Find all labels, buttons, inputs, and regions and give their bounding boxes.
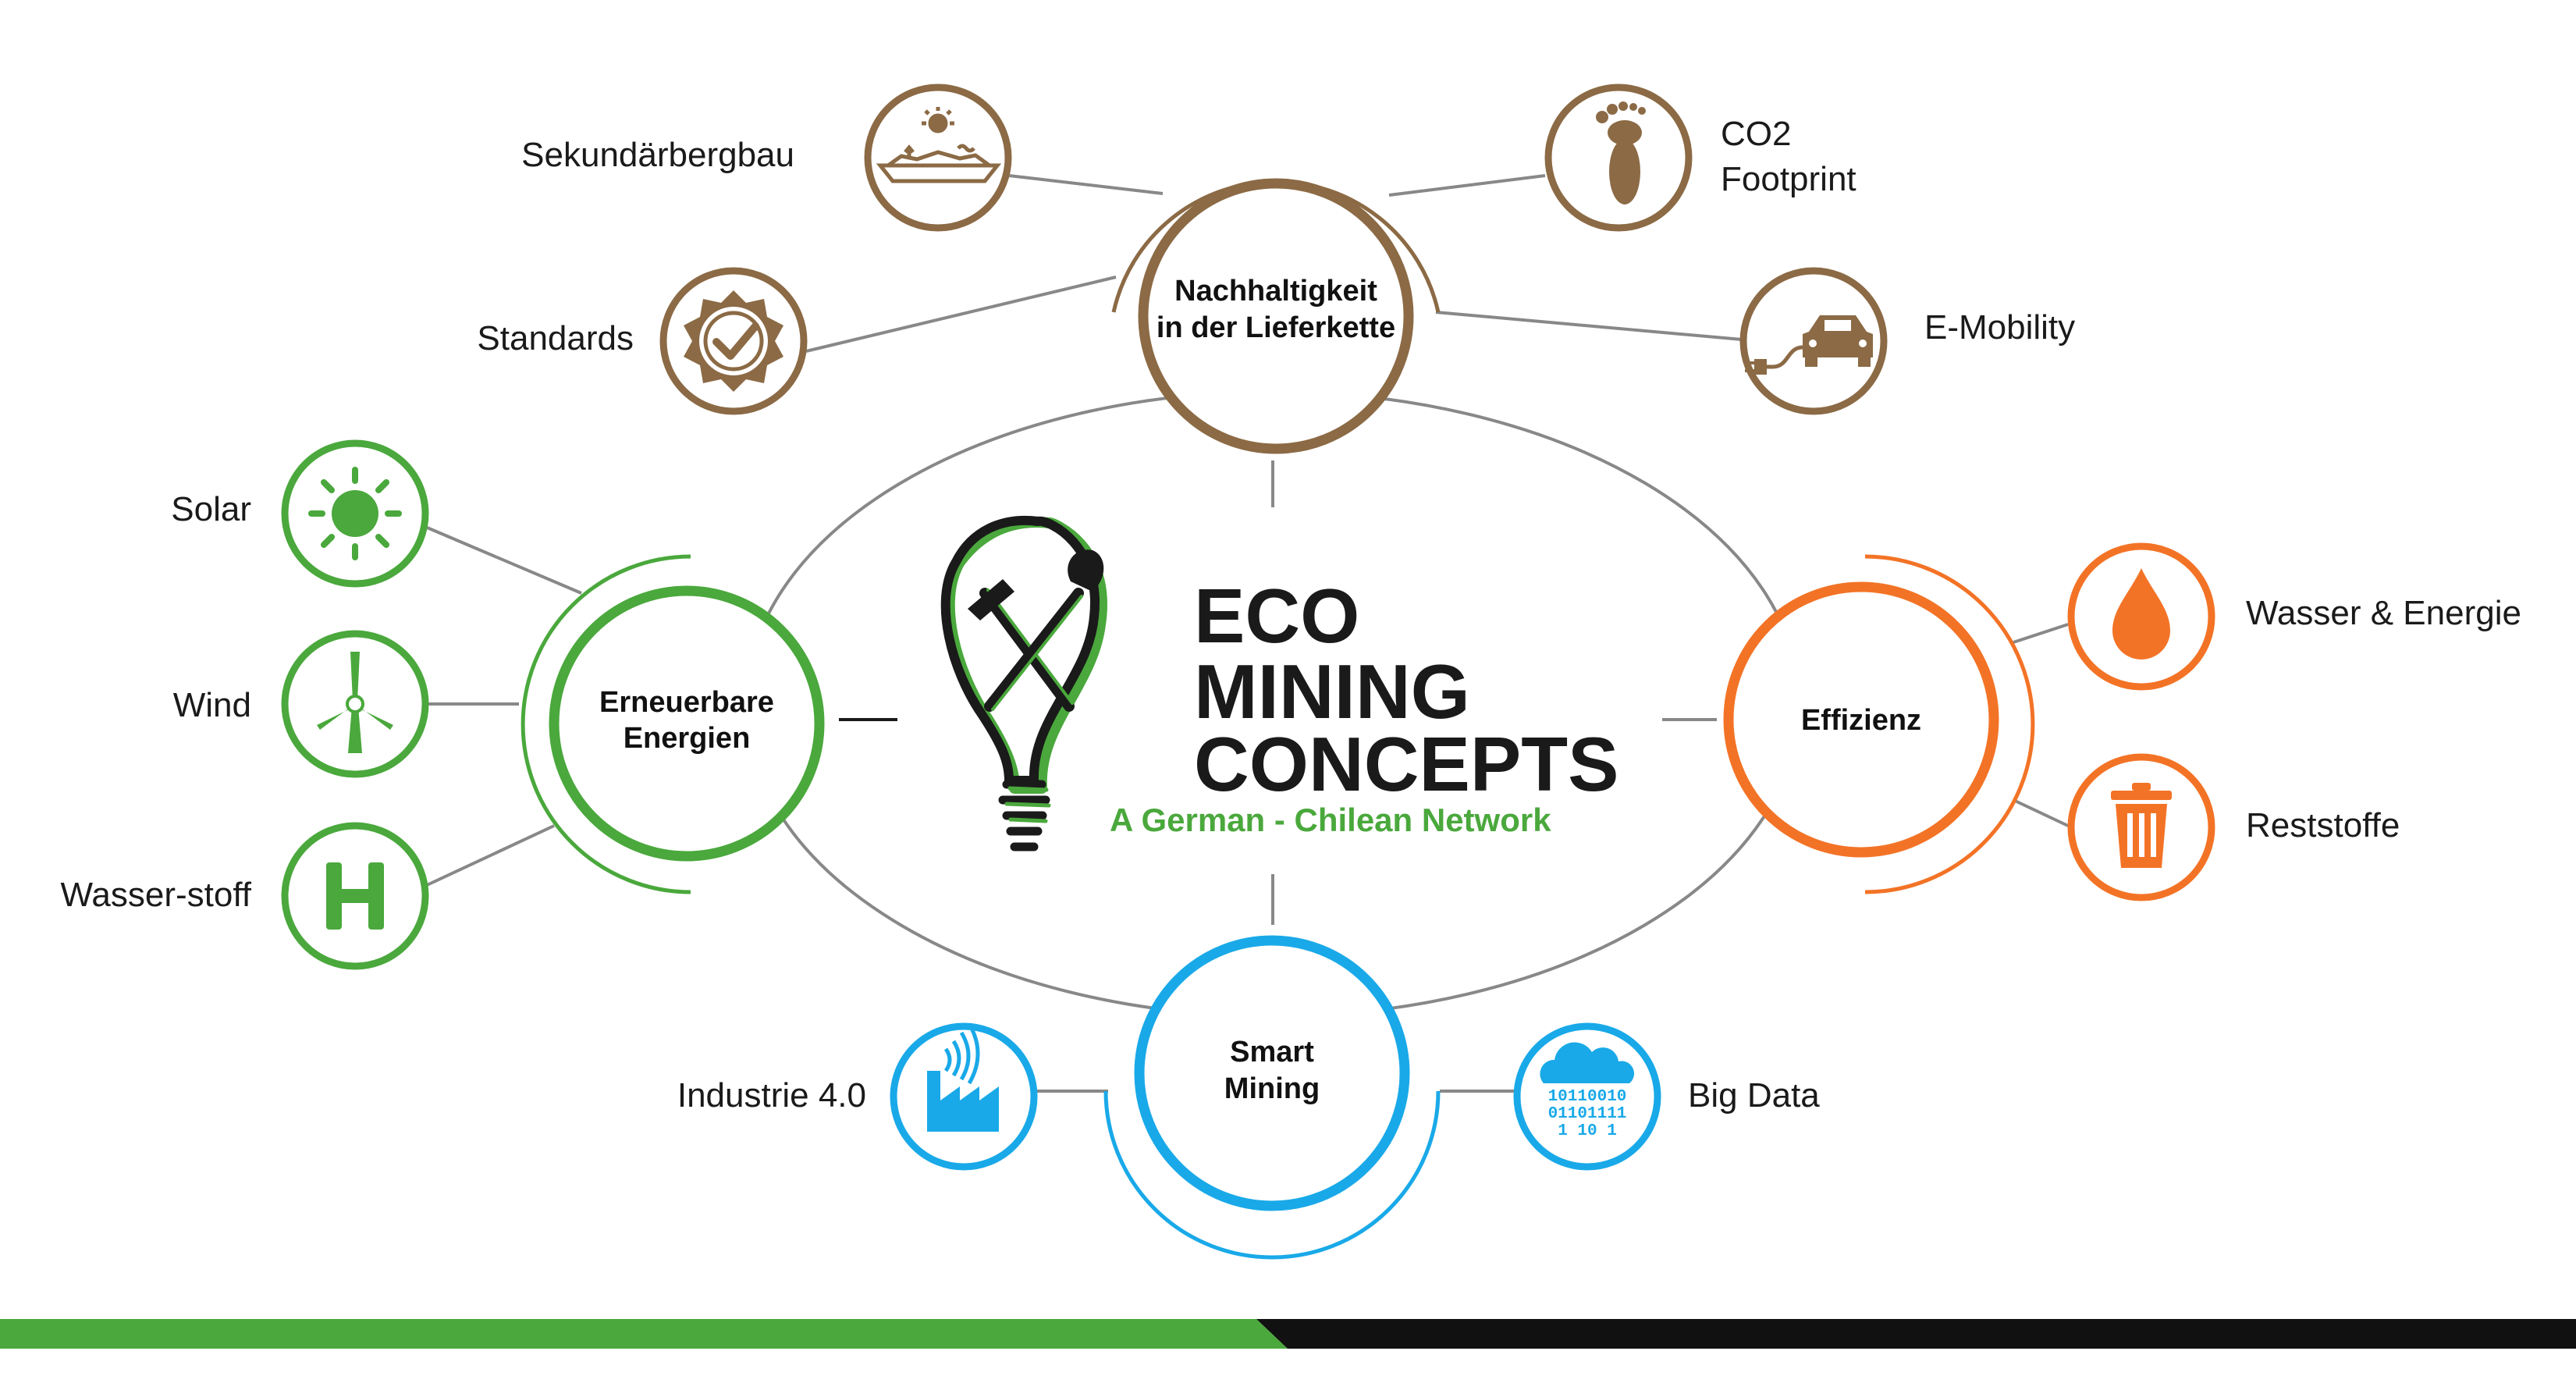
node-bigdata-label: Big Data — [1688, 1076, 1820, 1115]
connector-water — [2013, 623, 2069, 644]
connector-residues — [2013, 798, 2069, 827]
logo: ECO MINING CONCEPTS A German - Chilean N… — [940, 515, 1619, 851]
lightbulb-tools-icon — [940, 515, 1107, 851]
node-secondary-mining[interactable]: Sekundärbergbau — [521, 84, 1012, 232]
node-bigdata[interactable]: 10110010 01101111 1 10 1 Big Data — [1513, 1022, 1820, 1171]
connector-standards — [805, 276, 1117, 353]
node-solar[interactable]: Solar — [171, 439, 429, 588]
bottom-stripe — [0, 1319, 2576, 1349]
node-co2[interactable]: CO2 Footprint — [1544, 84, 1856, 232]
hub-renewables-circle — [549, 585, 825, 862]
hub-supply-chain-line-2: in der Lieferkette — [1157, 311, 1395, 344]
node-solar-label: Solar — [171, 490, 251, 528]
hub-smart-mining-line-2: Mining — [1224, 1072, 1320, 1105]
hub-smart-mining[interactable]: Smart Mining — [1103, 935, 1441, 1260]
hub-renewables-line-1: Erneuerbare — [599, 686, 774, 719]
hub-smart-mining-arc — [1103, 1090, 1441, 1260]
node-industry-label: Industrie 4.0 — [677, 1076, 866, 1115]
bigdata-digits-3: 1 10 1 — [1558, 1122, 1617, 1140]
hub-efficiency-circle — [1723, 581, 1999, 858]
logo-word-3: CONCEPTS — [1194, 721, 1619, 807]
bigdata-digits-1: 10110010 — [1548, 1088, 1627, 1106]
connector-hydrogen — [425, 824, 555, 887]
certified-check-icon — [684, 290, 783, 392]
node-wind[interactable]: Wind — [173, 630, 429, 778]
node-co2-label-1: CO2 — [1721, 115, 1791, 153]
node-co2-label-2: Footprint — [1721, 160, 1856, 198]
electric-car-icon — [1745, 315, 1873, 375]
connector-emobility — [1435, 311, 1743, 341]
node-hydrogen[interactable]: Wasser-stoff — [61, 822, 429, 970]
node-water-energy-label: Wasser & Energie — [2246, 594, 2521, 632]
footprint-icon — [1596, 101, 1646, 204]
connector-co2 — [1388, 174, 1546, 197]
sun-icon — [308, 467, 402, 560]
hub-renewables-arc — [521, 554, 691, 894]
hub-supply-chain-line-1: Nachhaltigkeit — [1174, 275, 1377, 308]
node-residues-label: Reststoffe — [2246, 806, 2400, 844]
hub-efficiency-line-1: Effizienz — [1801, 704, 1921, 737]
node-secondary-mining-circle — [864, 84, 1012, 232]
node-industry[interactable]: Industrie 4.0 — [677, 1022, 1038, 1171]
hub-smart-mining-circle — [1134, 935, 1410, 1211]
hub-renewables[interactable]: Erneuerbare Energien — [521, 554, 825, 894]
node-emobility-label: E-Mobility — [1924, 308, 2075, 347]
node-standards-label: Standards — [477, 319, 634, 357]
node-wind-label: Wind — [173, 686, 251, 724]
data-cloud-icon: 10110010 01101111 1 10 1 — [1540, 1042, 1635, 1140]
hub-supply-chain[interactable]: Nachhaltigkeit in der Lieferkette — [1111, 178, 1441, 454]
trash-bin-icon — [2111, 783, 2172, 868]
logo-subtitle: A German - Chilean Network — [1110, 802, 1551, 838]
connector-secondary — [1008, 174, 1164, 195]
hydrogen-h-icon — [326, 862, 384, 930]
factory-signal-icon — [927, 1022, 999, 1132]
water-drop-icon — [2112, 568, 2170, 660]
landscape-sun-icon — [876, 107, 1002, 183]
node-hydrogen-label: Wasser-stoff — [61, 876, 252, 914]
logo-word-2: MINING — [1194, 649, 1470, 734]
bigdata-digits-2: 01101111 — [1548, 1105, 1627, 1123]
hub-efficiency-arc — [1864, 554, 2035, 894]
hub-renewables-line-2: Energien — [624, 722, 751, 755]
hub-efficiency[interactable]: Effizienz — [1723, 554, 2035, 894]
node-water-energy[interactable]: Wasser & Energie — [2067, 542, 2521, 691]
hub-supply-chain-circle — [1138, 178, 1414, 454]
node-emobility[interactable]: E-Mobility — [1739, 267, 2075, 415]
wind-turbine-icon — [317, 652, 393, 753]
node-residues[interactable]: Reststoffe — [2067, 753, 2400, 901]
hub-smart-mining-line-1: Smart — [1230, 1036, 1314, 1068]
logo-word-1: ECO — [1194, 573, 1359, 659]
connector-solar — [425, 525, 582, 595]
node-standards[interactable]: Standards — [477, 267, 808, 415]
node-secondary-mining-label: Sekundärbergbau — [521, 136, 794, 174]
node-industry-circle — [890, 1022, 1038, 1171]
